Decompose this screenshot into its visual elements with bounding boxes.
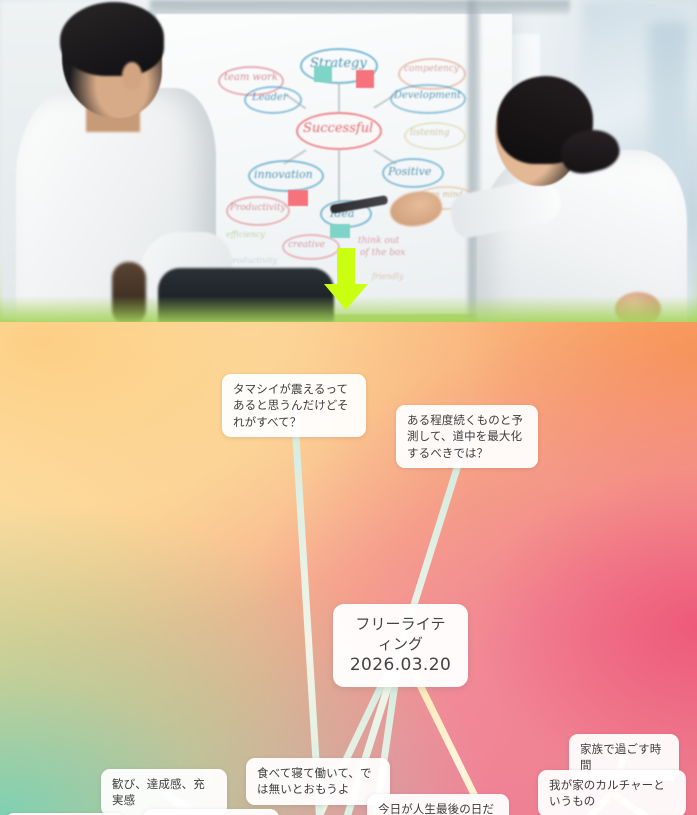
down-arrow-overlay bbox=[324, 248, 368, 310]
sticky-note-teal bbox=[314, 66, 332, 82]
mindmap-connector bbox=[290, 401, 323, 815]
photo-person-right-body bbox=[477, 150, 687, 322]
mindmap-node[interactable]: タマシイが震えるってあると思うんだけどそれがすべて？ bbox=[222, 374, 366, 437]
photo-ceiling-bar bbox=[150, 0, 570, 14]
photo-person-left-hair bbox=[60, 2, 164, 76]
sticky-note-teal-2 bbox=[330, 224, 350, 238]
sticky-note-pink-2 bbox=[288, 190, 308, 206]
mindmap-node[interactable]: 生きることの Why? bbox=[5, 813, 125, 815]
mindmap-node[interactable]: 今日が人生最後の日だったら？なんて問いに意味はないでしょ bbox=[367, 794, 509, 815]
center-date: 2026.03.20 bbox=[349, 655, 452, 676]
header-photo: Strategy team work competency Leader Dev… bbox=[0, 0, 697, 322]
sticky-note-pink bbox=[356, 70, 374, 88]
mindmap-node[interactable]: 我が家のカルチャーというもの bbox=[538, 770, 686, 815]
center-title: フリーライティング bbox=[355, 615, 446, 654]
mindmap-node[interactable]: 生きることで得たいもの bbox=[143, 809, 279, 815]
mindmap-node[interactable]: ある程度続くものと予測して、道中を最大化するべきでは？ bbox=[396, 405, 538, 468]
photo-person-left-ear bbox=[122, 62, 142, 90]
